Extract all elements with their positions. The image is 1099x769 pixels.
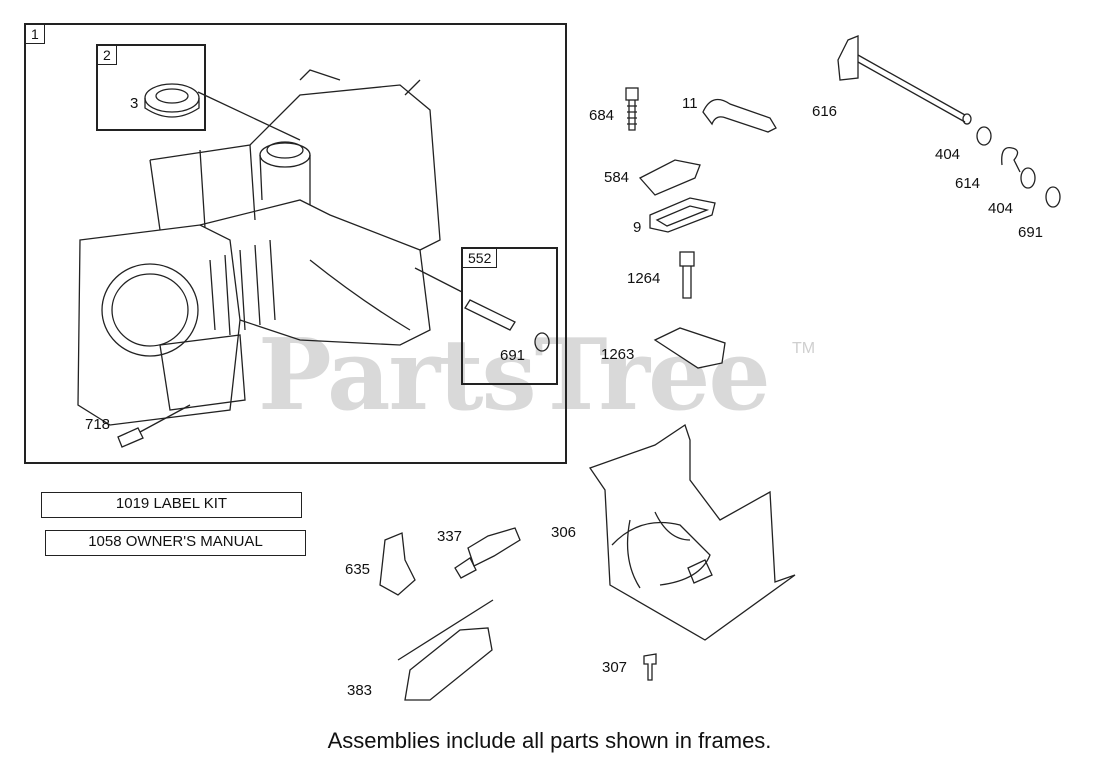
bracket-1263-drawing	[653, 327, 726, 369]
callout-584: 584	[604, 169, 630, 186]
hairpin-614	[1001, 146, 1021, 173]
callout-306: 306	[551, 524, 577, 541]
kit-label-kit: 1019 LABEL KIT	[41, 492, 302, 518]
callout-635: 635	[345, 561, 371, 578]
spark-plug-wrench-drawing	[397, 599, 494, 701]
bolt-1264-drawing	[679, 251, 695, 299]
frame-552-tag: 552	[462, 248, 498, 268]
callout-404-a: 404	[935, 146, 961, 163]
washer-404-b	[1020, 167, 1036, 189]
frame-2: 2	[96, 44, 206, 131]
callout-9: 9	[633, 219, 642, 236]
frame-2-tag: 2	[97, 45, 117, 65]
frame-1-tag: 1	[25, 24, 45, 44]
callout-684: 684	[589, 107, 615, 124]
seal-drawing	[144, 83, 301, 141]
kit-owners-manual: 1058 OWNER'S MANUAL	[45, 530, 306, 556]
spark-plug-drawing	[454, 527, 521, 579]
plug-boot-drawing	[379, 532, 416, 596]
callout-404-b: 404	[988, 200, 1014, 217]
dowel-pin-drawing	[117, 267, 516, 448]
callout-691-frame: 691	[500, 347, 526, 364]
callout-337: 337	[437, 528, 463, 545]
callout-616: 616	[812, 103, 838, 120]
callout-3: 3	[130, 95, 139, 112]
callout-1264: 1264	[627, 270, 661, 287]
callout-614: 614	[955, 175, 981, 192]
washer-404-a	[976, 126, 992, 146]
plate-584-drawing	[638, 159, 701, 196]
callout-11: 11	[682, 95, 698, 112]
callout-383: 383	[347, 682, 373, 699]
gasket-9-inner	[655, 205, 710, 227]
callout-1263: 1263	[601, 346, 635, 363]
washer-691	[1045, 186, 1061, 208]
callout-718: 718	[85, 416, 111, 433]
callout-691: 691	[1018, 224, 1044, 241]
seal-691-drawing	[534, 332, 550, 352]
bolt-684-drawing	[625, 87, 639, 131]
frame-552: 552	[461, 247, 558, 385]
screw-307-drawing	[643, 653, 657, 681]
callout-307: 307	[602, 659, 628, 676]
trademark-mark: TM	[792, 340, 816, 357]
frame-1: 1	[24, 23, 567, 464]
footer-note: Assemblies include all parts shown in fr…	[327, 728, 772, 753]
engine-block-drawing	[77, 69, 441, 426]
gasket-9-drawing	[649, 197, 716, 233]
shroud-306-drawing	[588, 423, 796, 641]
shaft-616-drawing	[837, 35, 972, 125]
breather-tube-drawing	[702, 98, 777, 133]
